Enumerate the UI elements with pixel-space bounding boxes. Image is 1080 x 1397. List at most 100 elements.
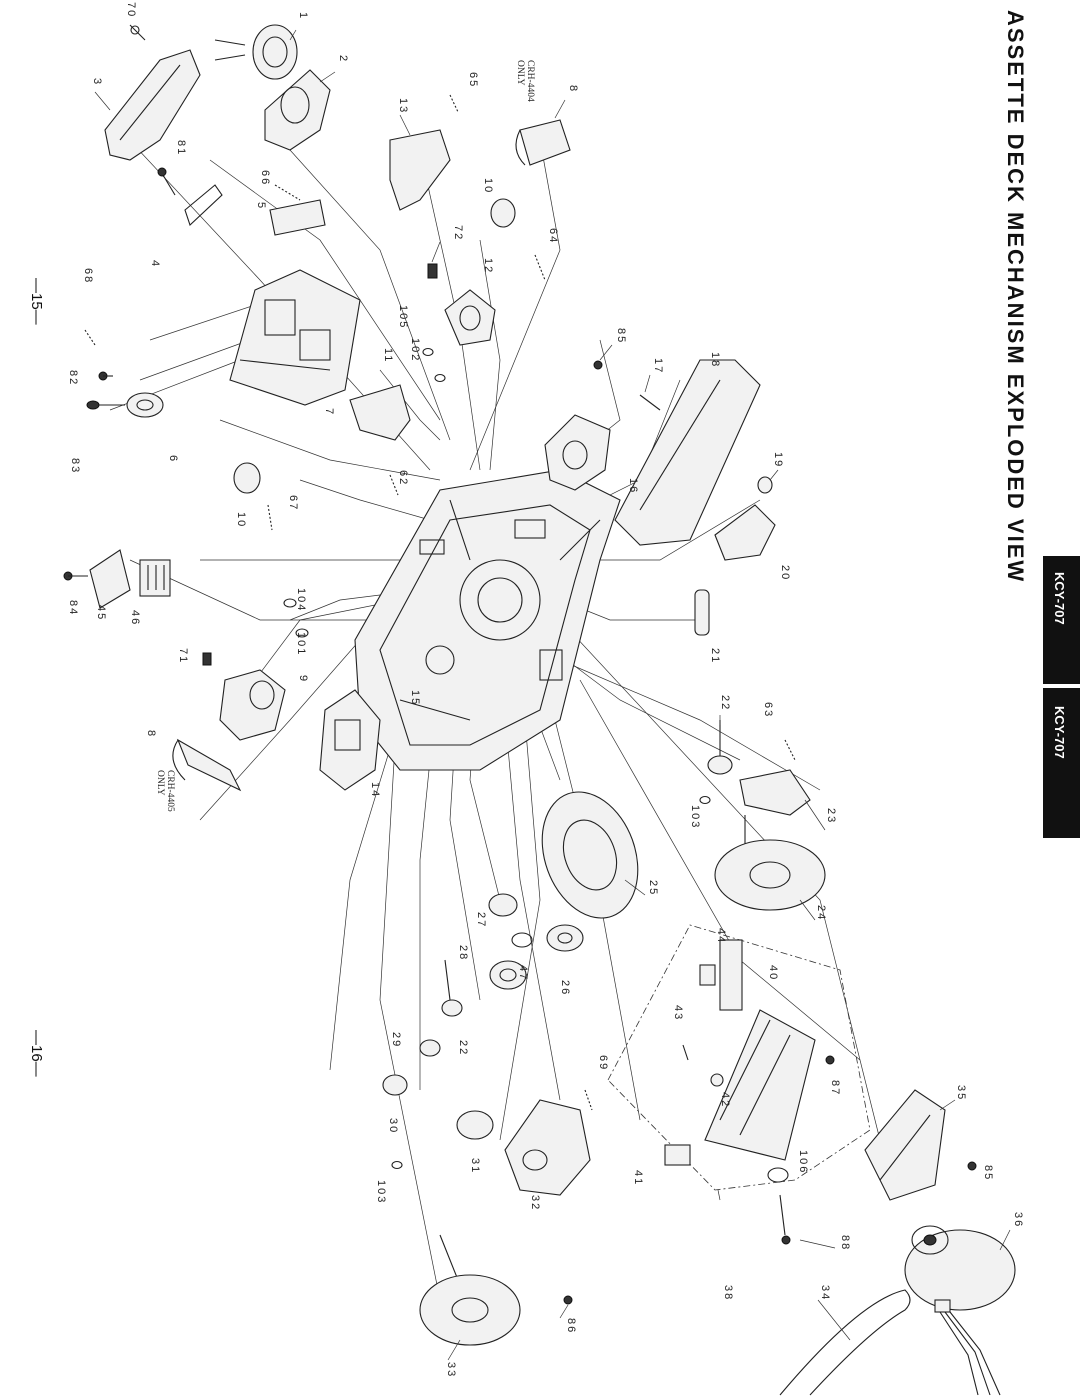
reel-24 (714, 815, 826, 911)
callout-66: 66 (259, 170, 271, 186)
washer-106 (767, 1167, 789, 1183)
washer-103-upper (699, 795, 711, 805)
callout-87: 87 (829, 1080, 841, 1096)
switch-44 (699, 964, 716, 986)
callout-2: 2 (337, 55, 349, 63)
spring-65 (449, 94, 459, 113)
spring-43 (682, 1044, 689, 1061)
callout-34: 34 (819, 1285, 831, 1301)
screw-83 (86, 400, 125, 410)
washer-105 (422, 347, 434, 357)
callout-13: 13 (397, 98, 409, 114)
callout-103-lower: 103 (375, 1180, 387, 1204)
callout-33: 33 (445, 1362, 457, 1378)
spring-17 (639, 394, 661, 411)
shaft-21 (694, 589, 710, 636)
callout-23: 23 (825, 808, 837, 824)
sub-chassis-7 (229, 269, 361, 406)
callout-46: 46 (129, 610, 141, 626)
note-crh4404-line1: CRH-4404 (525, 60, 535, 102)
callout-29: 29 (390, 1032, 402, 1048)
cap-19 (757, 476, 773, 494)
callout-3: 3 (91, 78, 103, 86)
spring-72 (427, 263, 438, 279)
washer-103-lower (391, 1160, 403, 1170)
page-number-right: —16— (28, 1030, 45, 1077)
callout-62: 62 (397, 470, 409, 486)
screw-85-lower (967, 1161, 977, 1171)
assembly-16 (544, 414, 611, 491)
slide-18 (614, 359, 761, 546)
gear-28 (489, 960, 527, 990)
note-crh4405-line1: CRH-4405 (165, 770, 175, 812)
clip-41 (664, 1144, 691, 1166)
callout-84: 84 (67, 600, 79, 616)
callout-35: 35 (955, 1085, 967, 1101)
callout-9: 9 (297, 675, 309, 683)
spring-70 (129, 24, 146, 41)
callout-83: 83 (69, 458, 81, 474)
callout-44: 44 (715, 928, 727, 944)
callout-45: 45 (95, 605, 107, 621)
callout-71: 71 (177, 648, 189, 664)
page-title: ASSETTE DECK MECHANISM EXPLODED VIEW (1003, 10, 1028, 583)
callout-22-upper: 22 (719, 695, 731, 711)
callout-68: 68 (82, 268, 94, 284)
model-tab-left: KCY-707 (1052, 572, 1067, 625)
callout-8-lower: 8 (145, 730, 157, 738)
page-number-left: —15— (28, 278, 45, 325)
gear-27 (488, 893, 518, 917)
spring-62 (389, 474, 399, 496)
wire-harness (939, 1311, 1001, 1396)
callout-70: 70 (125, 2, 137, 18)
callout-104: 104 (295, 588, 307, 612)
spring-69 (584, 1089, 593, 1111)
plate-5 (269, 199, 326, 236)
callout-11: 11 (382, 348, 394, 363)
lever-8-lower (172, 738, 242, 792)
callout-6: 6 (167, 455, 179, 463)
assembly-12 (444, 289, 496, 346)
callout-106: 106 (797, 1150, 809, 1174)
belt-34 (779, 1289, 911, 1396)
reel-33 (419, 1234, 521, 1346)
callout-21: 21 (709, 648, 721, 664)
callout-41: 41 (632, 1170, 644, 1186)
connector-46 (139, 559, 171, 597)
bracket-20 (714, 504, 776, 561)
washer-47 (511, 932, 533, 948)
gear-31 (456, 1110, 494, 1140)
callout-105: 105 (397, 305, 409, 329)
callout-28: 28 (457, 945, 469, 961)
callout-65: 65 (467, 72, 479, 88)
washer-101 (295, 628, 309, 638)
callout-32: 32 (529, 1195, 541, 1211)
callout-8-upper: 8 (567, 85, 579, 93)
arm-4 (184, 184, 223, 226)
callout-20: 20 (779, 565, 791, 581)
spring-66 (274, 184, 301, 201)
callout-4: 4 (149, 260, 161, 268)
callout-47: 47 (517, 965, 529, 981)
cap-10-upper (490, 198, 516, 228)
main-chassis-15 (354, 469, 621, 771)
callout-labels: 70 1 2 3 65 8 13 81 66 5 10 64 72 12 4 6… (67, 2, 1024, 1378)
callout-81: 81 (175, 140, 187, 156)
assembly-14 (319, 689, 381, 791)
callout-103-upper: 103 (689, 805, 701, 829)
spring-71 (202, 652, 212, 666)
connector-40 (719, 939, 743, 1011)
callout-63: 63 (762, 702, 774, 718)
callout-5: 5 (255, 202, 267, 210)
callout-27: 27 (475, 912, 487, 928)
pulley-6 (126, 392, 164, 418)
spring-68 (84, 329, 96, 346)
note-crh4405-line2: ONLY (155, 770, 165, 796)
callout-31: 31 (469, 1158, 481, 1174)
callout-40: 40 (767, 965, 779, 981)
callout-18: 18 (709, 352, 721, 368)
callout-67: 67 (287, 495, 299, 511)
gear-26 (546, 924, 584, 952)
